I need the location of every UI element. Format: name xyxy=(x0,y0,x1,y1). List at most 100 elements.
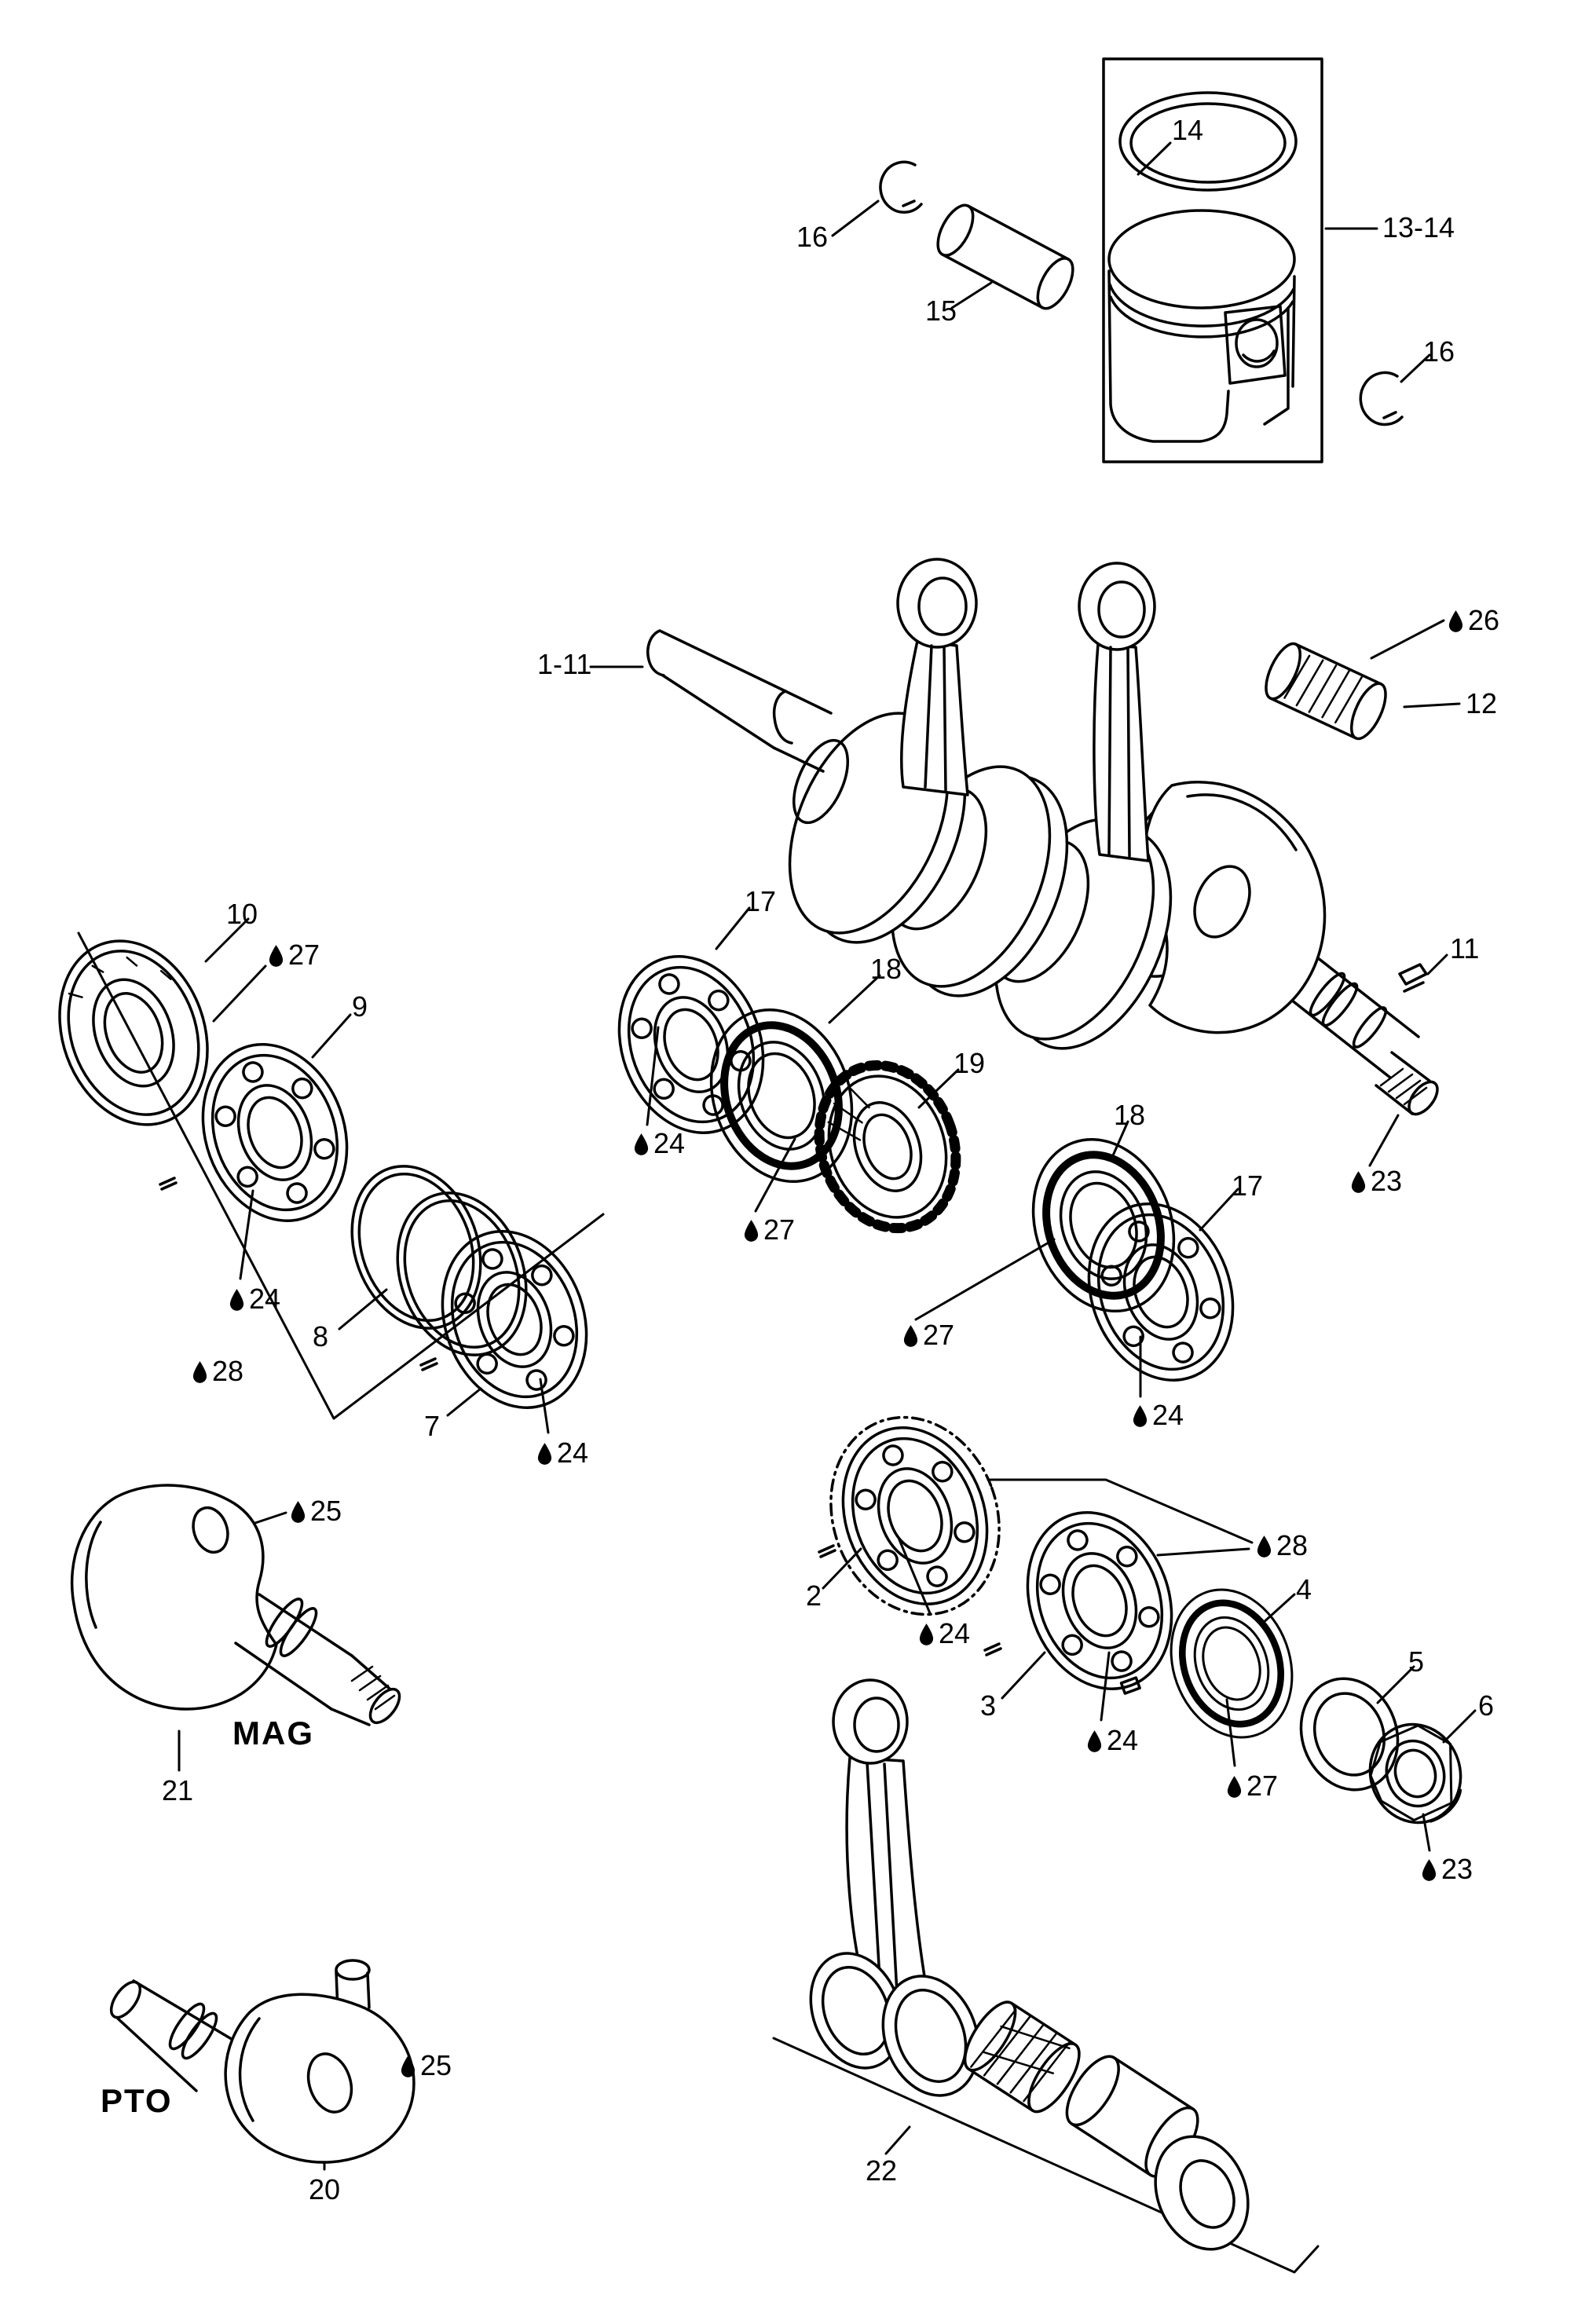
needle-bearing-cage xyxy=(963,2000,1081,2114)
lock-washer-5 xyxy=(1299,1677,1400,1792)
part-callout: 24 xyxy=(229,1285,280,1313)
oil-drop-icon xyxy=(903,1324,918,1347)
connecting-rod-front xyxy=(896,558,978,796)
label-text: 9 xyxy=(352,990,368,1023)
label-text: 2 xyxy=(806,1579,822,1612)
label-text: 23 xyxy=(1371,1165,1403,1197)
oil-drop-icon xyxy=(537,1442,552,1465)
label-text: 19 xyxy=(954,1047,986,1079)
part-callout: 27 xyxy=(902,1321,954,1349)
label-text: 18 xyxy=(1114,1099,1146,1131)
piston-pin-15 xyxy=(936,203,1074,310)
leader-lines xyxy=(178,141,1477,2171)
circlip-16-left xyxy=(879,160,923,214)
part-callout: 15 xyxy=(925,297,957,325)
label-text: 24 xyxy=(1152,1399,1184,1431)
label-text: 17 xyxy=(1232,1169,1264,1202)
label-text: 1-11 xyxy=(537,648,592,680)
label-text: 21 xyxy=(162,1774,194,1806)
oil-drop-icon xyxy=(1422,1858,1437,1881)
oil-drop-icon xyxy=(192,1360,207,1383)
part-callout: 20 xyxy=(309,2176,340,2204)
label-text: 27 xyxy=(923,1319,955,1351)
part-callout: 14 xyxy=(1172,116,1203,145)
label-text: 28 xyxy=(212,1355,244,1387)
part-callout: 23 xyxy=(1421,1855,1473,1883)
label-text: 7 xyxy=(424,1410,441,1442)
part-callout: 7 xyxy=(424,1412,440,1440)
label-text: 24 xyxy=(939,1617,971,1649)
crankshaft-assembly xyxy=(646,558,1439,1116)
label-text: 18 xyxy=(870,953,902,985)
label-text: 13-14 xyxy=(1382,211,1455,243)
label-text: 27 xyxy=(288,939,320,971)
label-text: 25 xyxy=(420,2049,452,2081)
oil-drop-icon xyxy=(634,1133,649,1155)
part-callout: 28 xyxy=(192,1357,243,1385)
part-callout: 17 xyxy=(1232,1172,1263,1200)
oil-drop-icon xyxy=(919,1623,934,1645)
part-callout: 27 xyxy=(268,941,320,969)
label-text: 10 xyxy=(226,898,258,930)
label-text: 27 xyxy=(763,1213,796,1246)
crank-half-pto-20 xyxy=(109,1959,415,2164)
label-text: 3 xyxy=(980,1689,997,1722)
label-text: MAG xyxy=(232,1715,314,1751)
label-text: 24 xyxy=(1107,1724,1139,1756)
part-callout: 9 xyxy=(352,993,368,1021)
part-callout: 18 xyxy=(1114,1101,1145,1129)
connecting-rod-22 xyxy=(772,1678,1320,2274)
oil-drop-icon xyxy=(1351,1170,1366,1193)
part-callout: 19 xyxy=(954,1049,985,1078)
label-text: 24 xyxy=(249,1283,281,1315)
label-text: 16 xyxy=(796,221,829,253)
part-callout: 8 xyxy=(313,1323,328,1351)
part-callout: 21 xyxy=(162,1777,193,1805)
part-callout: 3 xyxy=(980,1692,996,1720)
circlip-16-right xyxy=(1359,371,1404,426)
label-text: 25 xyxy=(310,1495,342,1527)
oil-drop-icon xyxy=(291,1500,306,1523)
part-callout: 24 xyxy=(1086,1726,1138,1755)
part-callout: 24 xyxy=(918,1620,970,1648)
crank-half-mag-21 xyxy=(70,1484,401,1726)
region-label: PTO xyxy=(101,2085,173,2117)
part-callout: 24 xyxy=(536,1439,588,1467)
piston-kit-box xyxy=(1102,57,1323,463)
oil-drop-icon xyxy=(1448,609,1463,632)
piston-ring-14 xyxy=(1118,91,1298,192)
gear-19 xyxy=(814,1060,961,1234)
group-alignment-lines xyxy=(77,932,1254,1557)
part-callout: 5 xyxy=(1408,1648,1424,1676)
label-text: PTO xyxy=(101,2082,173,2119)
label-text: 24 xyxy=(653,1127,686,1159)
oil-drop-icon xyxy=(1257,1535,1272,1557)
label-text: 23 xyxy=(1441,1853,1473,1885)
oil-drop-icon xyxy=(269,944,284,967)
part-callout: 6 xyxy=(1478,1692,1494,1720)
connecting-rod-rear xyxy=(1078,562,1156,862)
part-callout: 12 xyxy=(1466,690,1497,718)
part-callout: 10 xyxy=(226,900,258,928)
part-callout: 24 xyxy=(1132,1401,1184,1429)
part-callout: 28 xyxy=(1256,1532,1308,1560)
label-text: 28 xyxy=(1276,1529,1309,1561)
part-callout: 2 xyxy=(806,1582,822,1610)
label-text: 17 xyxy=(745,885,777,917)
label-text: 24 xyxy=(557,1437,589,1469)
part-callout: 11 xyxy=(1450,935,1479,963)
woodruff-key-11 xyxy=(1398,963,1428,993)
part-callout: 23 xyxy=(1350,1167,1402,1195)
oil-drop-icon xyxy=(1087,1730,1102,1752)
oil-drop-icon xyxy=(1227,1775,1242,1798)
part-callout: 16 xyxy=(796,223,828,251)
part-callout: 18 xyxy=(870,955,902,983)
part-callout: 1-11 xyxy=(537,650,591,679)
oil-drop-icon xyxy=(744,1219,759,1242)
label-text: 11 xyxy=(1450,932,1480,964)
label-text: 20 xyxy=(309,2173,341,2205)
part-callout: 25 xyxy=(400,2052,452,2080)
